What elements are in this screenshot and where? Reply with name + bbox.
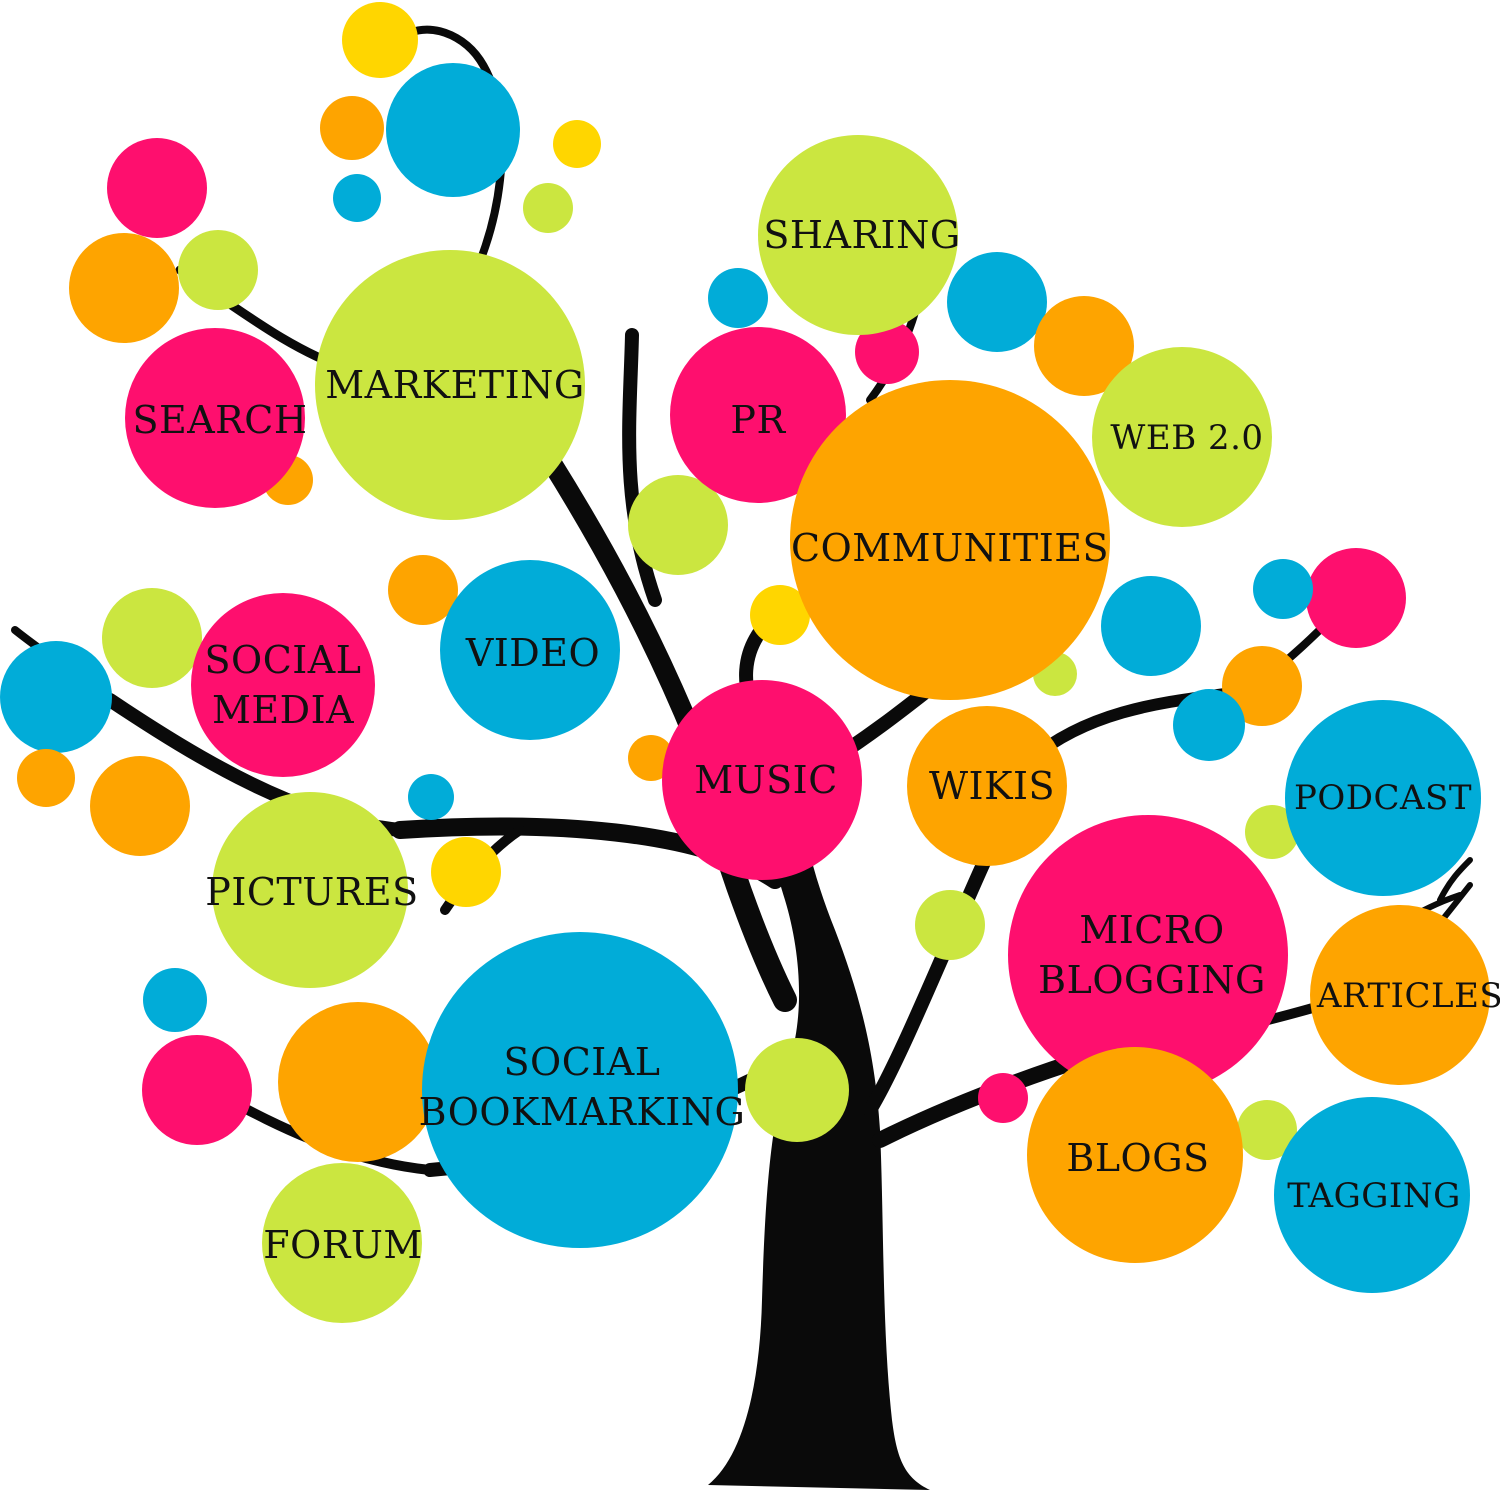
decorative-dot (745, 1038, 849, 1142)
decorative-dot (1237, 1100, 1297, 1160)
topic-label: WIKIS (929, 764, 1055, 808)
decorative-dot (1306, 548, 1406, 648)
topic-label: VIDEO (465, 631, 600, 675)
decorative-dot (0, 641, 112, 753)
topic-label: MICRO (1079, 908, 1224, 952)
decorative-dots (0, 2, 1406, 1162)
topic-label: SOCIAL (205, 638, 362, 682)
topic-bubble-music: MUSIC (662, 680, 862, 880)
decorative-dot (102, 588, 202, 688)
topic-bubble-wikis: WIKIS (907, 706, 1067, 866)
decorative-dot (1253, 559, 1313, 619)
decorative-dot (628, 475, 728, 575)
topic-label: SOCIAL (504, 1040, 661, 1084)
topic-label: PR (730, 398, 786, 442)
decorative-dot (333, 174, 381, 222)
topic-label: TAGGING (1287, 1176, 1461, 1216)
decorative-dot (915, 890, 985, 960)
topic-label: FORUM (263, 1223, 423, 1267)
topic-bubble-forum: FORUM (262, 1163, 423, 1323)
topic-label: WEB 2.0 (1110, 418, 1263, 458)
decorative-dot (1101, 576, 1201, 676)
decorative-dot (69, 233, 179, 343)
decorative-dot (553, 120, 601, 168)
topic-label: COMMUNITIES (791, 526, 1109, 570)
topic-bubble-articles: ARTICLES (1310, 905, 1500, 1085)
topic-bubble-pictures: PICTURES (205, 792, 418, 988)
decorative-dot (320, 96, 384, 160)
decorative-dot (90, 756, 190, 856)
topic-label: SEARCH (132, 398, 307, 442)
topic-bubble-social-media: SOCIAL MEDIA (191, 593, 375, 777)
decorative-dot (107, 138, 207, 238)
decorative-dot (1245, 805, 1299, 859)
topic-label: MEDIA (212, 688, 354, 732)
topic-bubble-communities: COMMUNITIES (790, 380, 1110, 700)
decorative-dot (142, 1035, 252, 1145)
decorative-dot (17, 749, 75, 807)
topic-label: ARTICLES (1316, 976, 1500, 1016)
topic-label: SHARING (763, 213, 960, 257)
decorative-dot (178, 230, 258, 310)
topic-bubble-micro-blogging: MICRO BLOGGING (1008, 815, 1288, 1095)
decorative-dot (628, 735, 674, 781)
topic-bubble-sharing: SHARING (758, 135, 960, 335)
decorative-dot (431, 837, 501, 907)
topic-label: BOOKMARKING (419, 1090, 746, 1134)
topic-bubble-video: VIDEO (440, 560, 620, 740)
topic-bubble-tagging: TAGGING (1274, 1097, 1470, 1293)
topic-bubble-search: SEARCH (125, 328, 307, 508)
topic-bubble-web20: WEB 2.0 (1092, 347, 1272, 527)
decorative-dot (523, 183, 573, 233)
topic-label: BLOGGING (1038, 958, 1266, 1002)
topic-label: PICTURES (205, 870, 418, 914)
topic-bubble-pr: PR (670, 327, 846, 503)
topic-label: MUSIC (694, 758, 838, 802)
topic-bubble-social-bookmarking: SOCIAL BOOKMARKING (419, 932, 746, 1248)
topic-bubble-podcast: PODCAST (1285, 700, 1481, 896)
topic-bubbles: SHARING MARKETING SEARCH PR WEB 2.0 COMM… (125, 135, 1500, 1323)
decorative-dot (978, 1073, 1028, 1123)
decorative-dot (1222, 646, 1302, 726)
decorative-dot (947, 252, 1047, 352)
decorative-dot (708, 268, 768, 328)
decorative-dot (386, 63, 520, 197)
decorative-dot (408, 774, 454, 820)
topic-label: MARKETING (325, 363, 585, 407)
decorative-dot (388, 555, 458, 625)
decorative-dot (143, 968, 207, 1032)
decorative-dot (342, 2, 418, 78)
topic-bubble-blogs: BLOGS (1027, 1047, 1243, 1263)
decorative-dot (855, 320, 919, 384)
decorative-dot (278, 1002, 438, 1162)
decorative-dot (1034, 296, 1134, 396)
tree-trunk (708, 800, 930, 1490)
decorative-dot (1173, 689, 1245, 761)
topic-label: PODCAST (1294, 778, 1472, 818)
topic-bubble-marketing: MARKETING (315, 250, 585, 520)
topic-label: BLOGS (1066, 1136, 1209, 1180)
decorative-dot (750, 585, 810, 645)
